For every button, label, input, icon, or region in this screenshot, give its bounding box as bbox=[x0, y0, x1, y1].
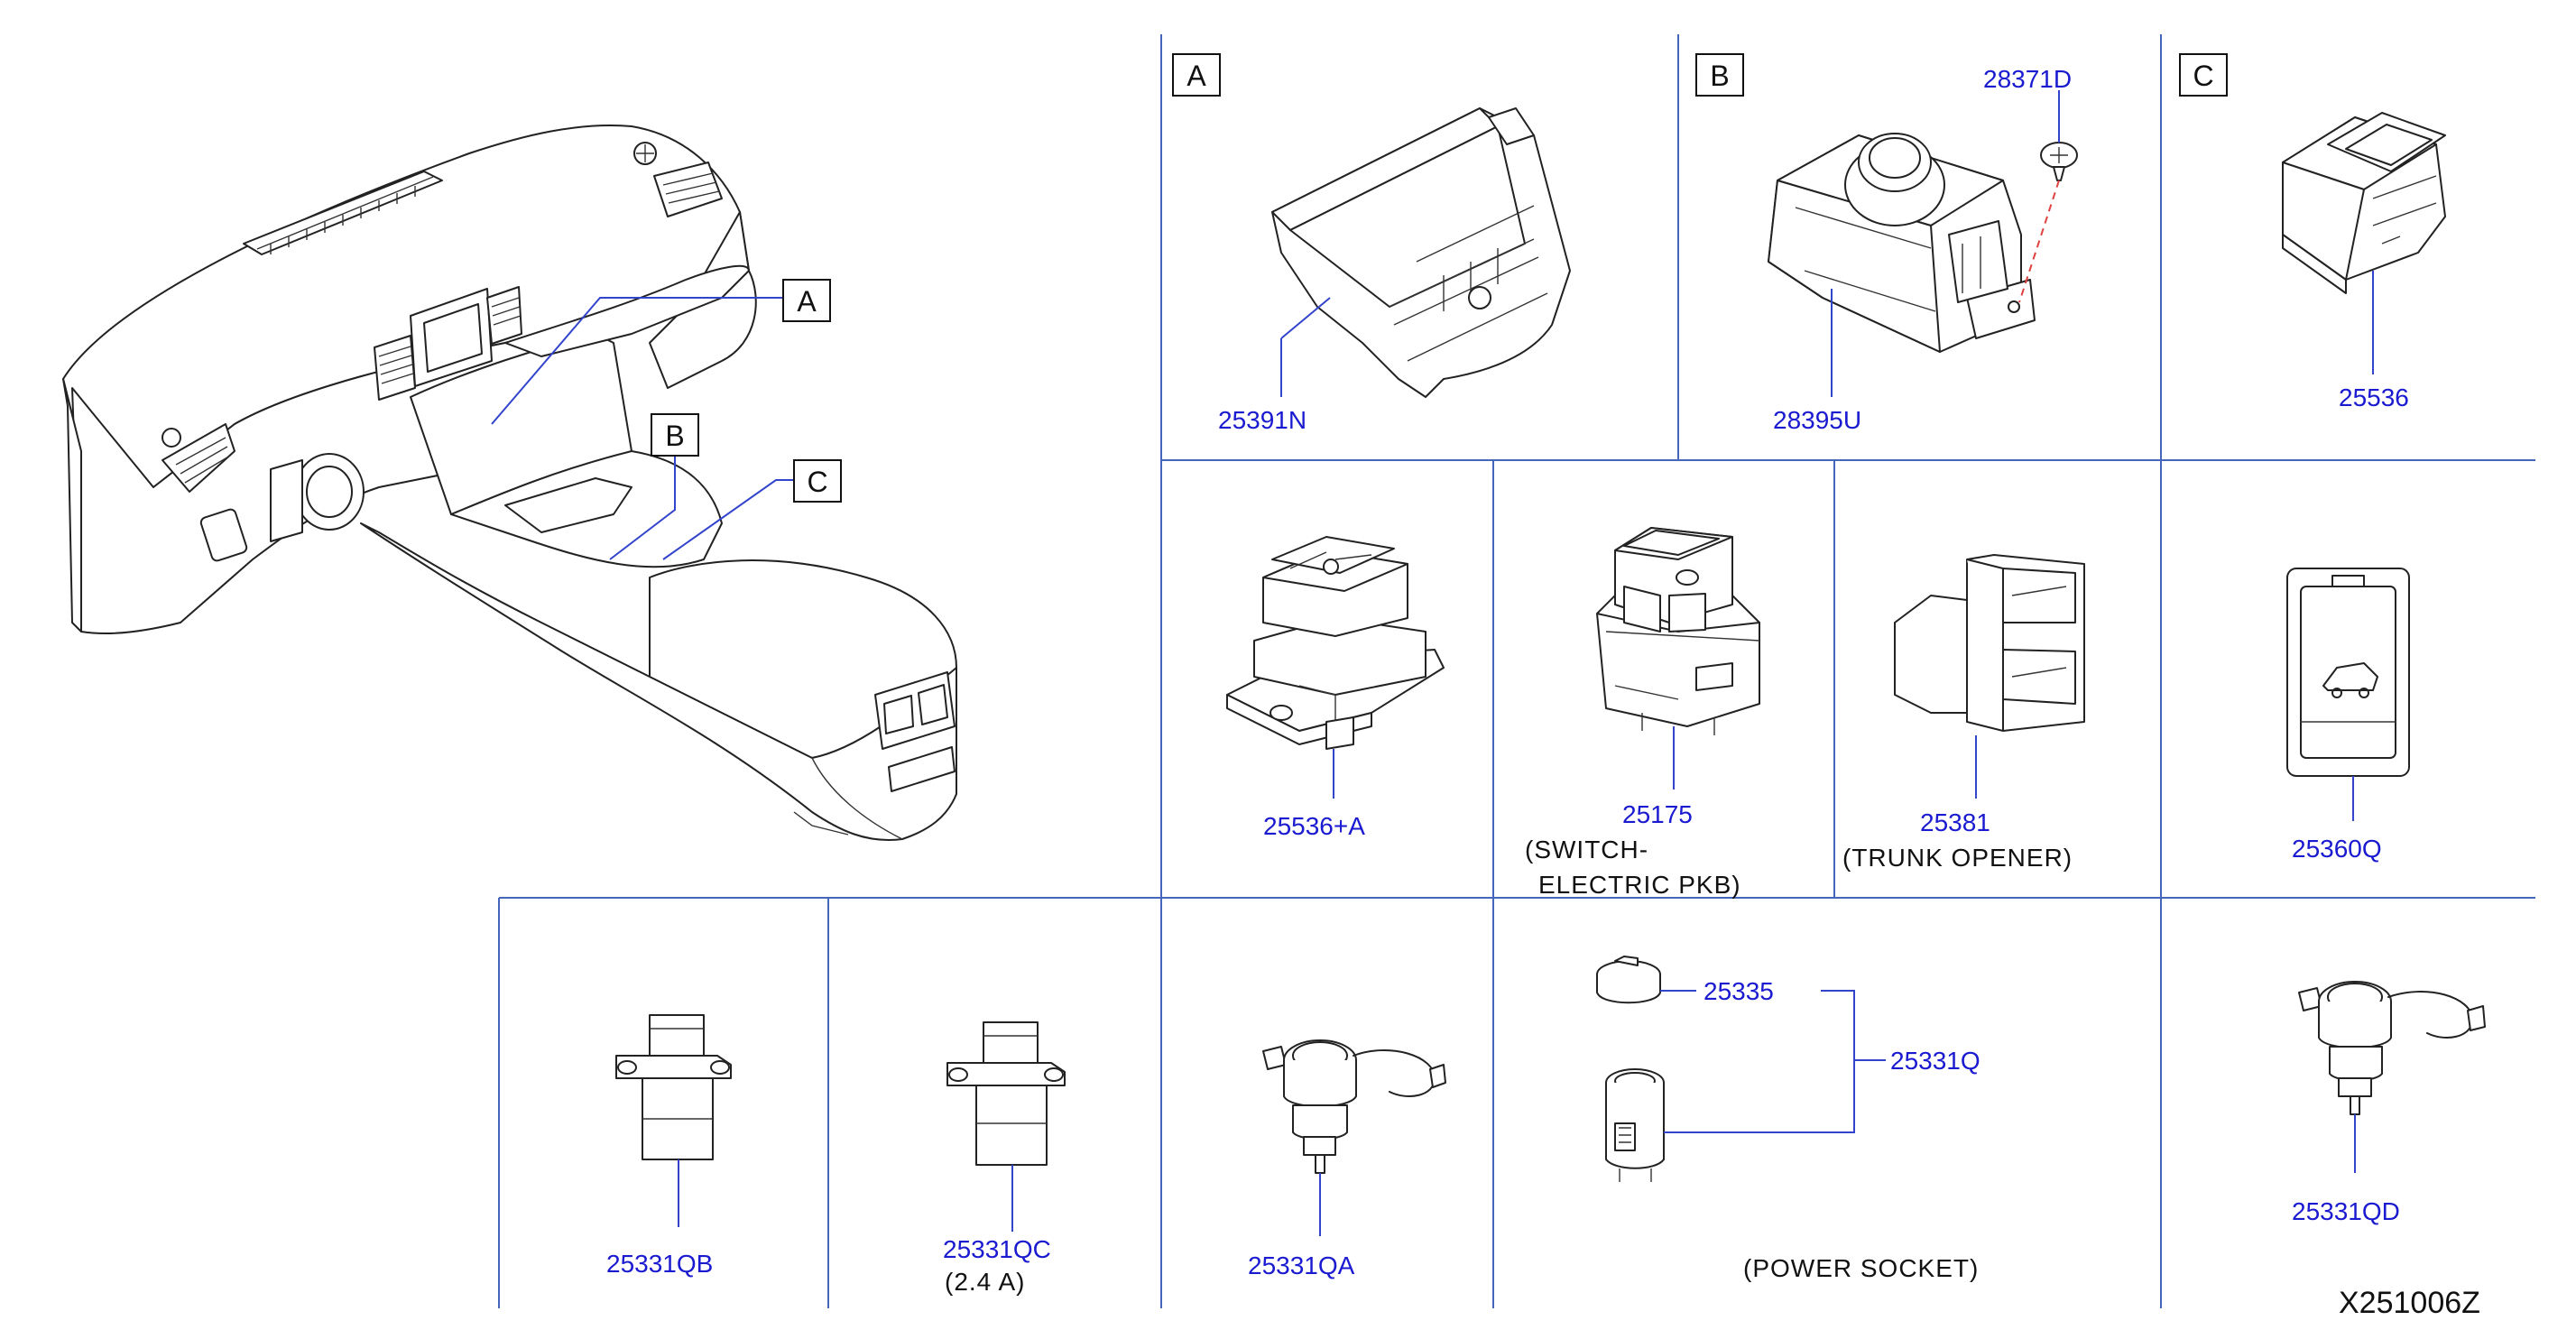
part-callout-28371d: 28371D bbox=[1983, 65, 2072, 143]
part-drawing-25331qc bbox=[946, 1021, 1066, 1166]
part-callout-28395u: 28395U bbox=[1773, 289, 1861, 434]
svg-text:(SWITCH-: (SWITCH- bbox=[1525, 836, 1648, 863]
section-grid bbox=[498, 34, 2535, 1308]
part-drawing-25536a bbox=[1226, 536, 1445, 750]
svg-text:B: B bbox=[1710, 60, 1729, 92]
overview-label-a bbox=[782, 279, 831, 322]
section-label-c-top: C bbox=[2179, 53, 2228, 97]
part-callout-25360q: 25360Q bbox=[2292, 776, 2382, 863]
part-callout-25331qa: 25331QA bbox=[1248, 1173, 1355, 1279]
svg-text:25536: 25536 bbox=[2339, 383, 2409, 411]
svg-text:A: A bbox=[1186, 60, 1206, 92]
svg-text:ELECTRIC PKB): ELECTRIC PKB) bbox=[1538, 871, 1741, 899]
svg-text:25391N: 25391N bbox=[1218, 406, 1306, 434]
svg-text:28371D: 28371D bbox=[1983, 65, 2072, 93]
part-drawing-25331q bbox=[1605, 1068, 1665, 1182]
part-callout-25391n: 25391N bbox=[1218, 297, 1331, 434]
svg-text:25331QA: 25331QA bbox=[1248, 1251, 1355, 1279]
part-callout-25536: 25536 bbox=[2339, 271, 2409, 411]
section-label-b-top: B bbox=[1695, 53, 1744, 97]
dashboard-overview-drawing bbox=[62, 125, 957, 841]
part-drawing-25335 bbox=[1596, 956, 1661, 1004]
svg-text:B: B bbox=[665, 420, 684, 452]
part-callout-25331qc: 25331QC (2.4 A) bbox=[943, 1165, 1051, 1296]
overview-label-b bbox=[651, 413, 699, 457]
diagram-code: X251006Z bbox=[2339, 1286, 2480, 1320]
svg-text:A: A bbox=[797, 285, 817, 318]
svg-text:25175: 25175 bbox=[1622, 800, 1693, 828]
svg-text:25331QB: 25331QB bbox=[606, 1250, 713, 1278]
part-drawing-25175 bbox=[1596, 527, 1760, 735]
part-drawing-28371d bbox=[2018, 142, 2078, 303]
overview-label-c bbox=[793, 459, 842, 503]
part-callout-25331qd: 25331QD bbox=[2292, 1114, 2400, 1225]
part-callout-25175: 25175 (SWITCH- ELECTRIC PKB) bbox=[1525, 726, 1741, 899]
part-drawing-25391n bbox=[1271, 107, 1571, 398]
part-callout-25536a: 25536+A bbox=[1263, 749, 1365, 840]
part-drawing-25331qb bbox=[615, 1014, 732, 1160]
svg-text:(2.4 A): (2.4 A) bbox=[945, 1268, 1025, 1296]
svg-text:25331QC: 25331QC bbox=[943, 1235, 1051, 1263]
part-drawing-25360q bbox=[2286, 568, 2410, 777]
part-drawing-28395u bbox=[1768, 133, 2036, 353]
part-callout-25331qb: 25331QB bbox=[606, 1159, 713, 1278]
svg-text:25536+A: 25536+A bbox=[1263, 812, 1365, 840]
part-drawing-25331qa bbox=[1262, 1039, 1446, 1174]
svg-text:25335: 25335 bbox=[1703, 977, 1774, 1005]
part-drawing-25536 bbox=[2282, 112, 2446, 294]
part-callout-25381: 25381 (TRUNK OPENER) bbox=[1842, 735, 2073, 872]
overview-leaders: A B C bbox=[491, 279, 842, 560]
part-drawing-25381 bbox=[1894, 554, 2085, 732]
svg-text:C: C bbox=[807, 466, 827, 498]
svg-text:(TRUNK OPENER): (TRUNK OPENER) bbox=[1842, 844, 2073, 872]
svg-text:28395U: 28395U bbox=[1773, 406, 1861, 434]
svg-text:(POWER SOCKET): (POWER SOCKET) bbox=[1743, 1254, 1979, 1282]
svg-text:C: C bbox=[2193, 60, 2213, 92]
svg-text:25381: 25381 bbox=[1920, 808, 1990, 836]
svg-text:25331QD: 25331QD bbox=[2292, 1197, 2400, 1225]
section-label-a-top: A bbox=[1172, 53, 1221, 97]
part-drawing-25331qd bbox=[2298, 981, 2486, 1115]
part-callout-power-socket: 25335 25331Q (POWER SOCKET) bbox=[1660, 977, 1980, 1282]
svg-text:25331Q: 25331Q bbox=[1890, 1047, 1980, 1075]
svg-text:25360Q: 25360Q bbox=[2292, 835, 2382, 863]
